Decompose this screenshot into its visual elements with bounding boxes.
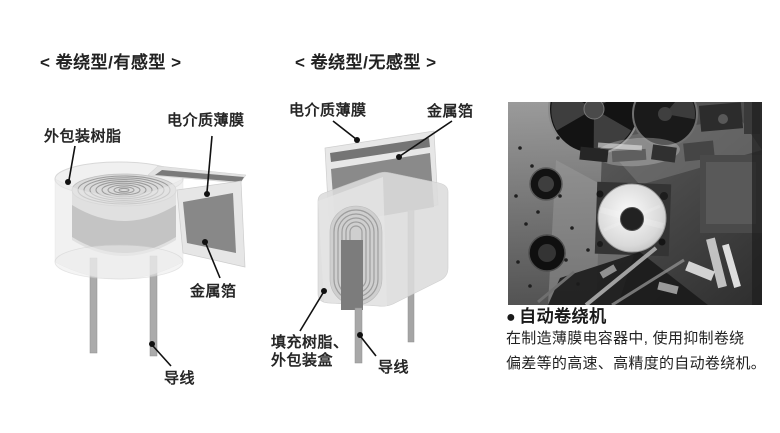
inductive-type-title: < 卷绕型/有感型 >: [40, 53, 182, 72]
inductive-callout-dots: [65, 179, 210, 347]
noninductive-type-title: < 卷绕型/无感型 >: [295, 53, 437, 72]
label-filling-resin-case: 填充树脂、 外包装盒: [271, 334, 349, 370]
foil-tab: [341, 240, 363, 310]
photo-caption-text: 自动卷绕机: [519, 307, 607, 326]
label-filling-resin-line2: 外包装盒: [271, 352, 334, 369]
label-lead-wire-left: 导线: [164, 370, 196, 387]
label-outer-resin: 外包装树脂: [44, 128, 122, 145]
winding-disc: [597, 183, 667, 253]
label-filling-resin-line1: 填充树脂、: [271, 334, 349, 351]
label-metal-foil-mid: 金属箔: [427, 103, 474, 120]
film-reel-small: [632, 102, 698, 147]
photo-description-line2: 偏差等的高速、高精度的自动卷绕机。: [506, 355, 767, 372]
peeled-sheet-foil-edge: [155, 170, 244, 182]
noninductive-capacitor-illustration: [299, 120, 453, 364]
noninductive-callout-dots: [321, 137, 402, 338]
label-dielectric-film-left: 电介质薄膜: [167, 112, 245, 129]
label-lead-wire-mid: 导线: [378, 359, 410, 376]
winding-machine-photo: [508, 102, 762, 305]
label-dielectric-film-mid: 电介质薄膜: [289, 102, 367, 119]
spindle-knobs: [528, 167, 566, 272]
photo-description: 在制造薄膜电容器中, 使用抑制卷绕 偏差等的高速、高精度的自动卷绕机。: [506, 326, 766, 376]
photo-caption: ●自动卷绕机: [506, 302, 607, 327]
bullet-icon: ●: [506, 309, 517, 326]
outer-resin-bottom: [54, 244, 184, 280]
inductive-callouts: [68, 135, 221, 367]
noninductive-callouts: [299, 120, 453, 357]
inductive-capacitor-illustration: [54, 135, 247, 367]
peeled-sheet-foil-face: [183, 193, 236, 253]
film-sheet-foil-edge: [330, 138, 430, 162]
photo-description-line1: 在制造薄膜电容器中, 使用抑制卷绕: [506, 330, 745, 347]
label-metal-foil-left: 金属箔: [190, 283, 237, 300]
